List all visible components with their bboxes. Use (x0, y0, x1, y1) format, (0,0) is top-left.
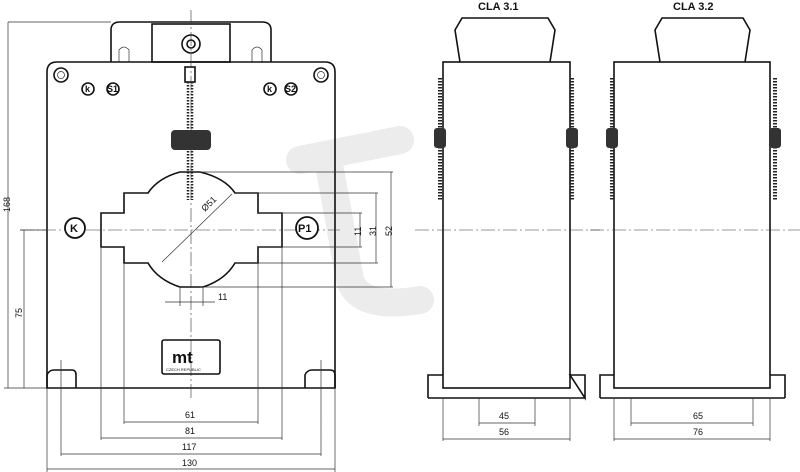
mount-hole-icon (53, 67, 69, 83)
dim-45: 45 (499, 411, 509, 421)
mt-logo (161, 339, 221, 375)
primary-window (100, 171, 283, 288)
side-view-cla-3-2: CLA 3.2 65 76 (590, 1, 800, 441)
terminal-k1-label: k (85, 84, 91, 94)
primary-k-label: K (70, 223, 78, 235)
dim-117: 117 (182, 442, 196, 452)
dim-76: 76 (693, 427, 703, 437)
diameter-label: Ø51 (199, 194, 218, 213)
primary-p1-label: P1 (298, 223, 311, 235)
dim-168: 168 (2, 197, 12, 212)
side-view-title: CLA 3.2 (673, 1, 714, 13)
terminal-k2-label: k (267, 84, 273, 94)
dim-31: 31 (368, 226, 378, 236)
front-view: Ø51 k S1 k S2 K P1 mt CZECH REPUBLIC 168… (2, 10, 394, 472)
watermark (286, 126, 434, 317)
dim-11-vertical: 11 (353, 227, 363, 236)
terminal-s2-label: S2 (285, 84, 296, 94)
dim-130: 130 (182, 458, 197, 468)
dim-65: 65 (693, 411, 703, 421)
screw-nut (171, 130, 211, 150)
dim-81: 81 (185, 426, 195, 436)
side-view-cla-3-1: CLA 3.1 45 56 (415, 1, 600, 441)
logo-text: mt (172, 348, 193, 367)
screw-head (184, 66, 196, 83)
logo-subtitle: CZECH REPUBLIC (166, 367, 201, 372)
dim-52: 52 (384, 226, 394, 236)
transformer-body (46, 61, 336, 389)
dim-61: 61 (185, 410, 195, 420)
side-view-title: CLA 3.1 (478, 1, 519, 13)
dim-56: 56 (499, 427, 509, 437)
dim-11-horizontal: 11 (218, 292, 227, 302)
terminal-s1-label: S1 (107, 84, 118, 94)
dim-75: 75 (14, 308, 24, 318)
mount-hole-icon (313, 67, 329, 83)
